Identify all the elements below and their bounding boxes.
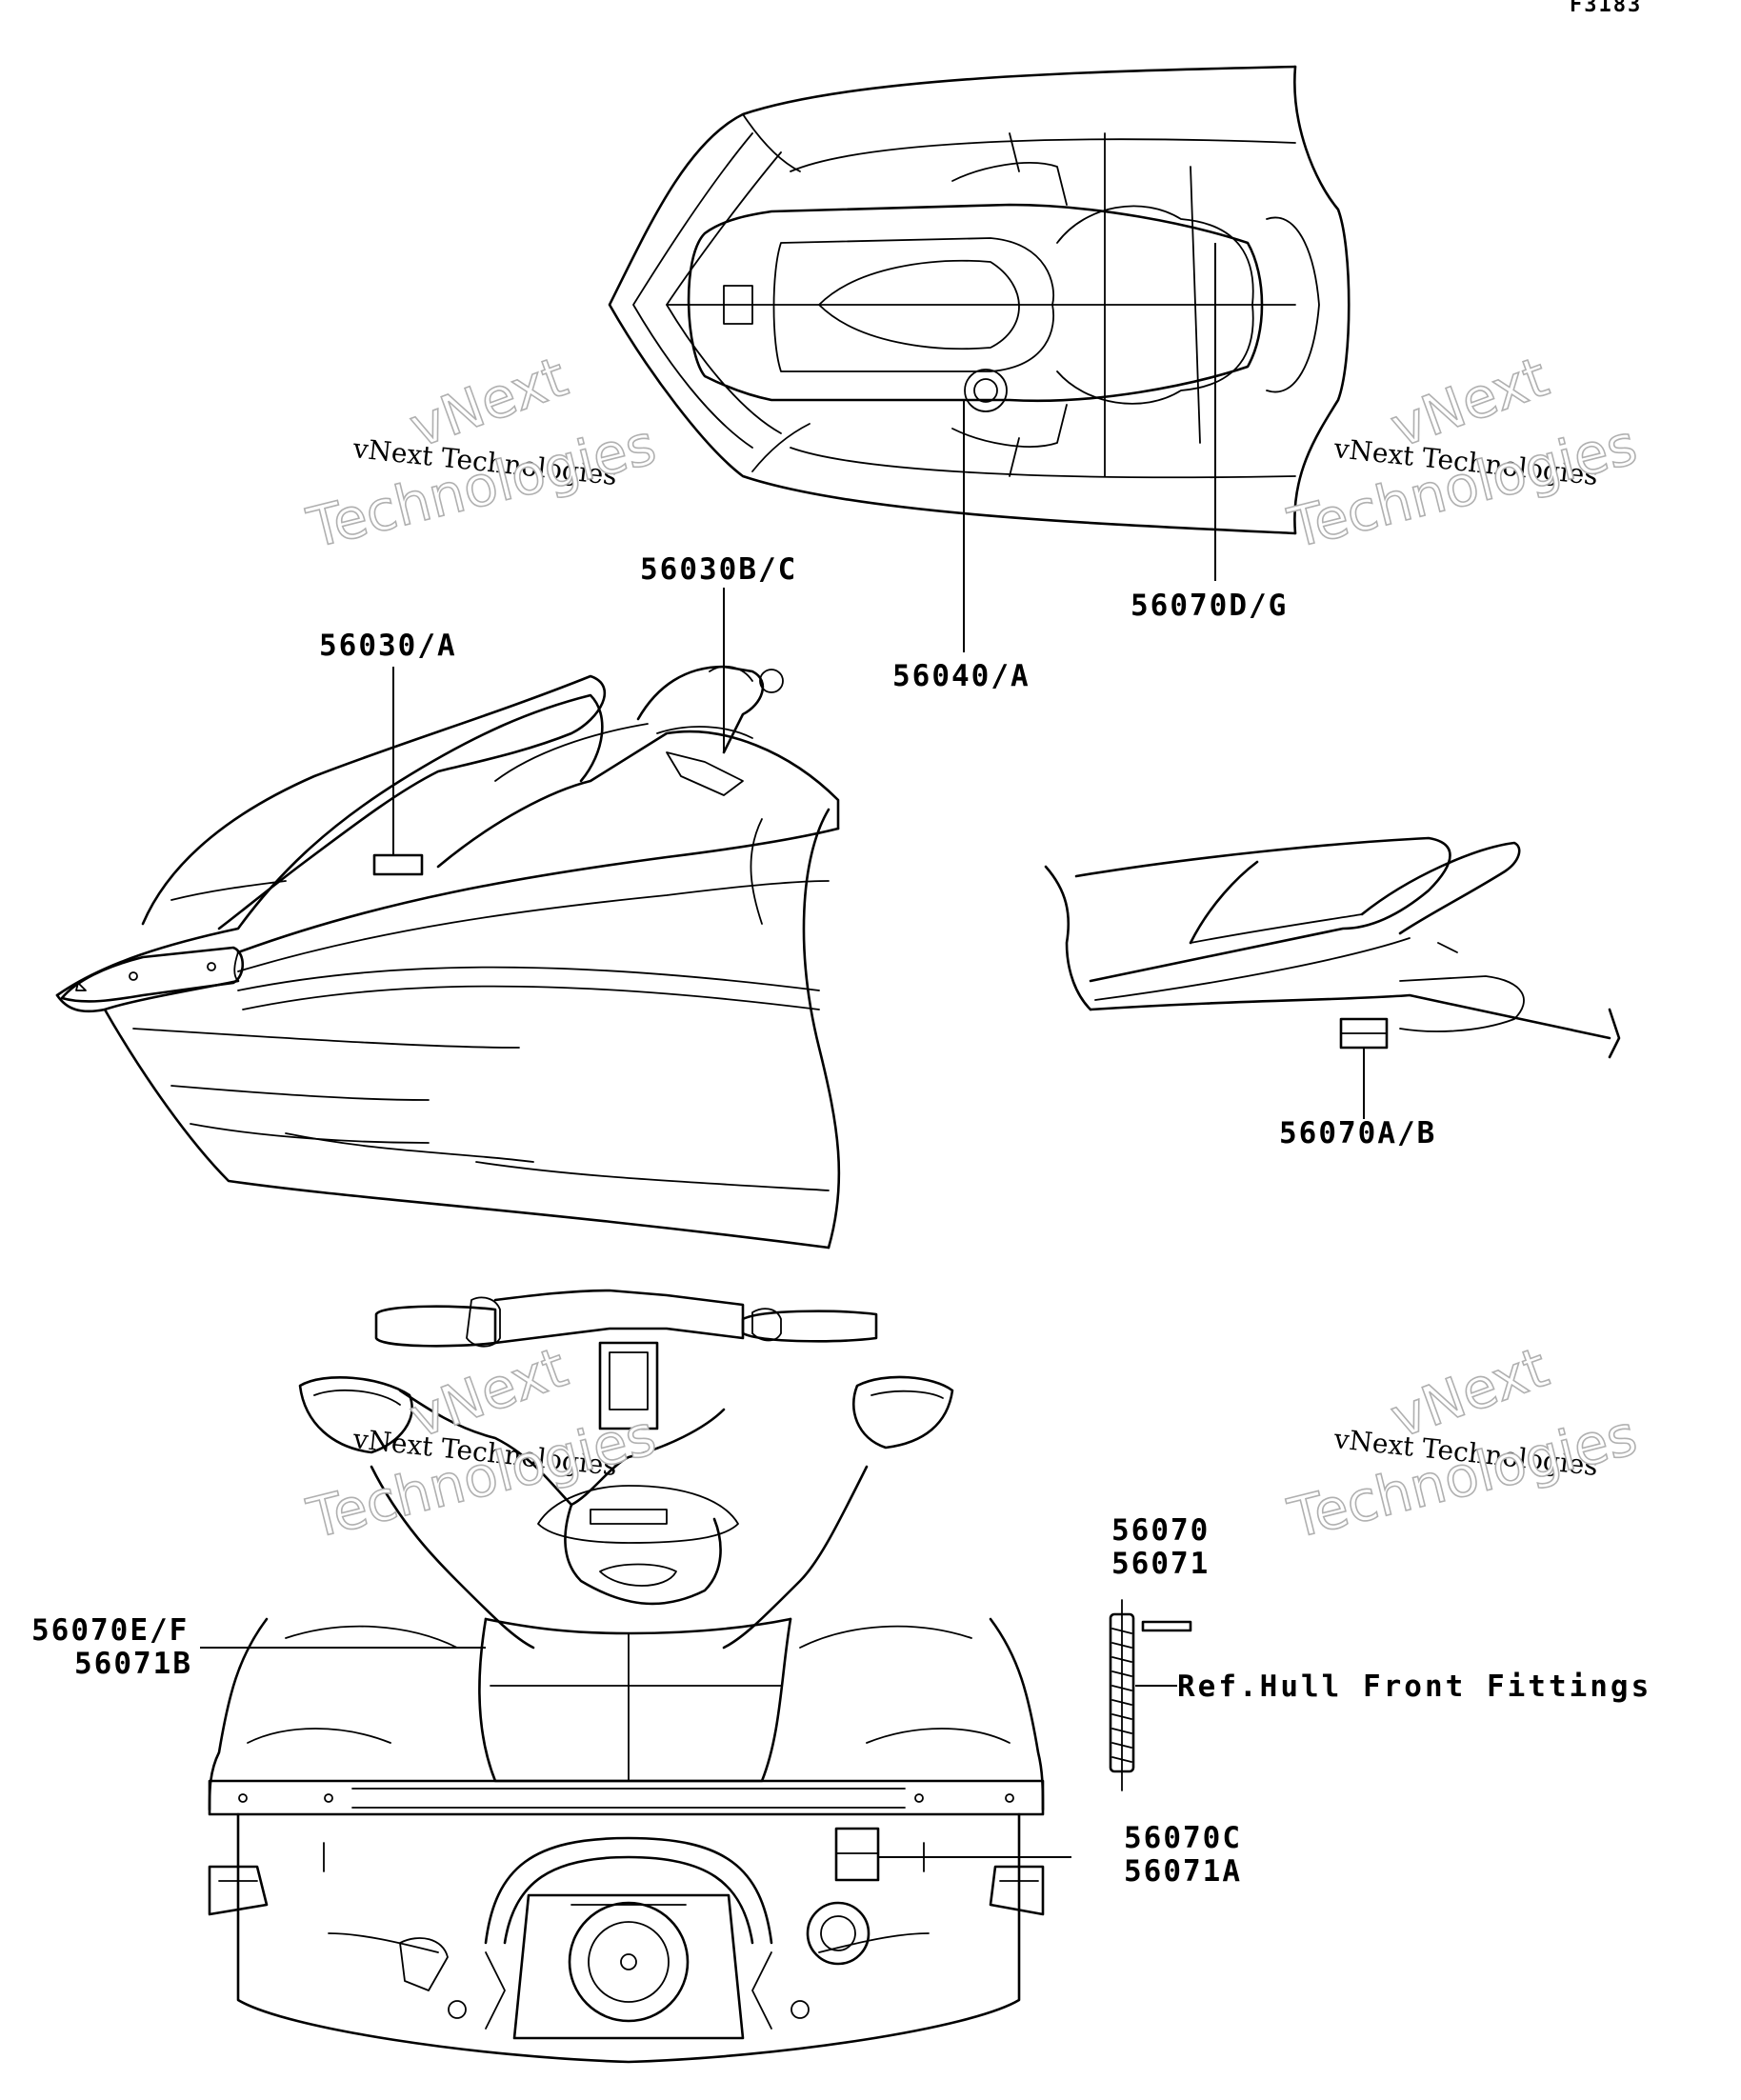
top-view-drawing — [608, 65, 1351, 535]
label-56071a: 56071A — [1124, 1854, 1242, 1889]
label-56070e-f: 56070E/F — [31, 1613, 189, 1648]
label-56071b: 56071B — [74, 1647, 192, 1681]
figure-id: F3183 — [1570, 0, 1642, 17]
label-56070: 56070 — [1111, 1513, 1210, 1548]
reference-label: Ref.Hull Front Fittings — [1177, 1670, 1651, 1704]
watermark: vNext vNext Technologies Technologies vN… — [300, 344, 1644, 1552]
label-56030b-c: 56030B/C — [640, 552, 797, 587]
reference-label-strip — [1141, 1620, 1192, 1632]
label-56070c: 56070C — [1124, 1821, 1242, 1855]
label-56030-a: 56030/A — [319, 629, 457, 663]
side-view-drawing — [55, 665, 841, 1250]
label-56040-a: 56040/A — [892, 659, 1031, 693]
reference-spring-part — [1109, 1599, 1135, 1791]
label-56070d-g: 56070D/G — [1131, 589, 1288, 623]
label-56070a-b: 56070A/B — [1279, 1116, 1436, 1150]
stern-side-drawing — [1044, 836, 1621, 1059]
label-56071: 56071 — [1111, 1547, 1210, 1581]
rear-view-drawing — [208, 1289, 1045, 2064]
